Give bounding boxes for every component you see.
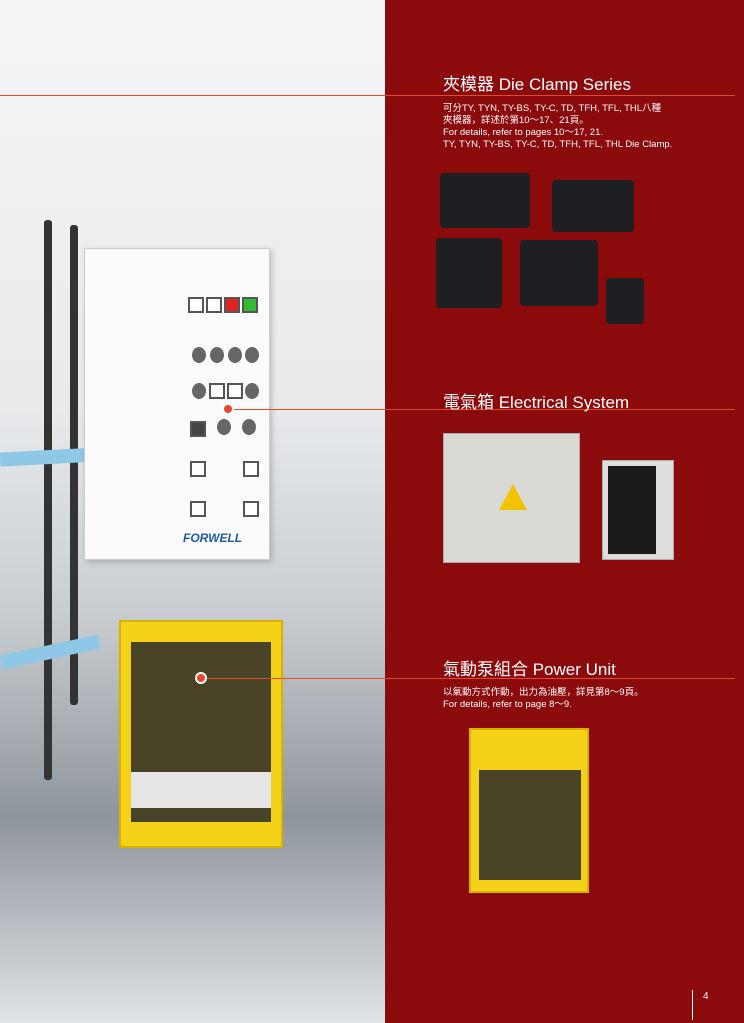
warning-icon (499, 484, 527, 510)
pipe (70, 225, 78, 705)
electrical-cabinet-photo: FORWELL (84, 248, 270, 560)
section-title-die-clamp: 夾模器 Die Clamp Series (443, 75, 631, 94)
page-divider (692, 990, 693, 1020)
section-desc: 以氣動方式作動，出力為油壓，詳見第8～9頁。For details, refer… (443, 687, 644, 710)
section-title-power-unit: 氣動泵組合 Power Unit (443, 660, 616, 679)
callout-line (230, 409, 735, 410)
page-number: 4 (703, 991, 709, 1002)
callout-dot (222, 403, 234, 415)
divider-line (0, 95, 735, 96)
section-title-electrical: 電氣箱 Electrical System (443, 393, 630, 412)
callout-line (202, 678, 735, 679)
power-unit-small-photo (469, 728, 589, 893)
electrical-box-photo (443, 433, 580, 563)
brand-logo: FORWELL (183, 531, 243, 545)
control-panel-photo (602, 460, 674, 560)
callout-dot (195, 672, 207, 684)
section-desc: 可分TY, TYN, TY-BS, TY-C, TD, TFH, TFL, TH… (443, 103, 673, 150)
pipe (44, 220, 52, 780)
power-unit-photo (119, 620, 283, 848)
